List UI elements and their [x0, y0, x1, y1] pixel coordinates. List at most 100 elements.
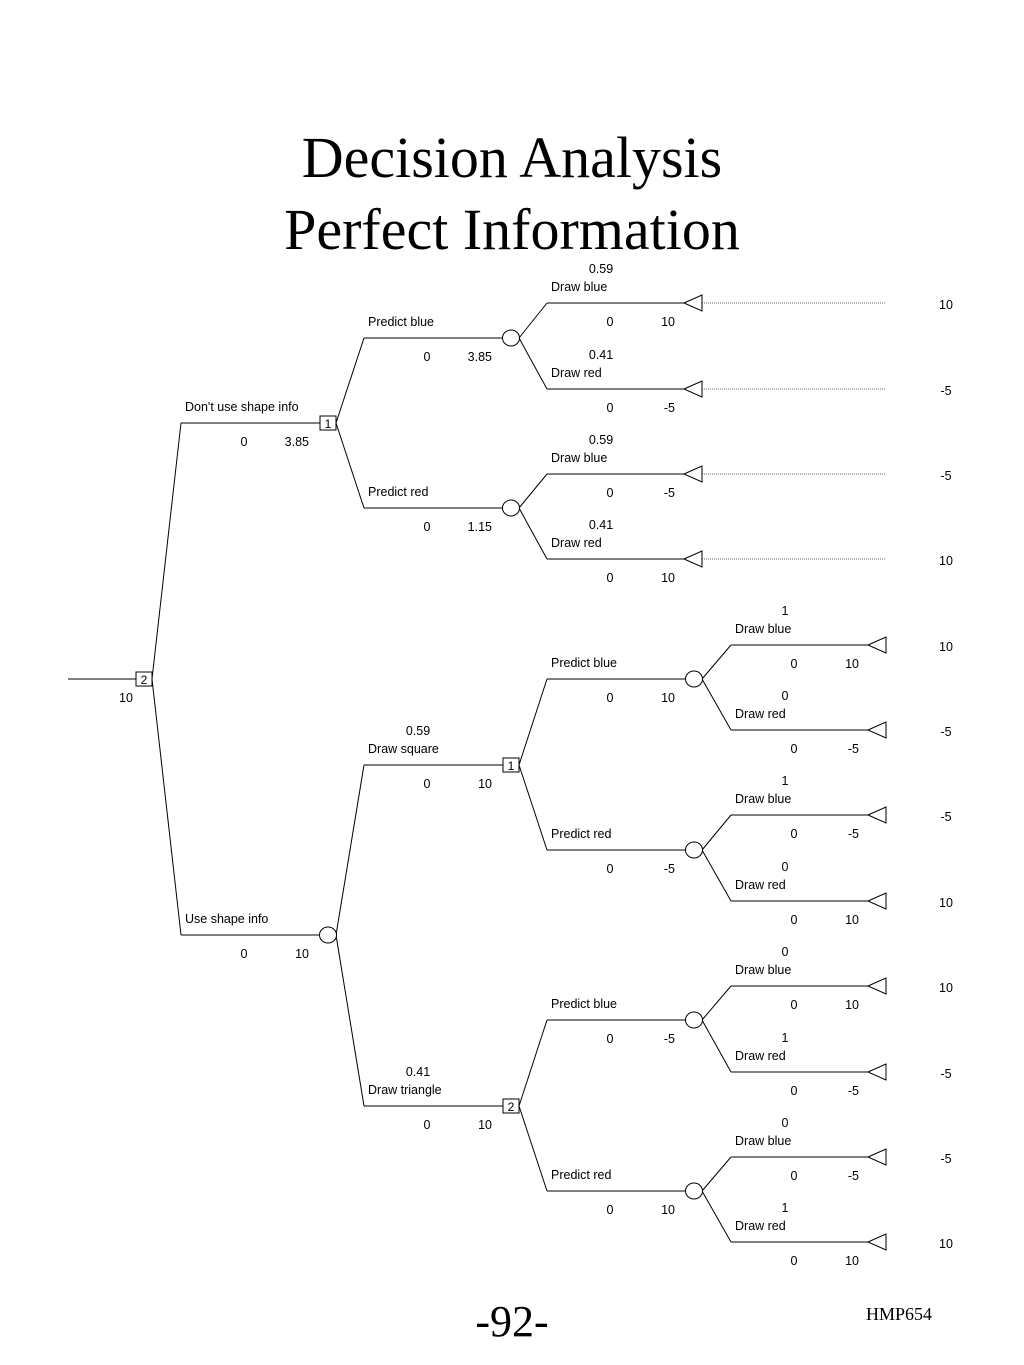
- use-shape-draw-triangle-predict-red-label: Predict red: [551, 1168, 611, 1182]
- use-shape-draw-triangle-predict-red-chance-node: [685, 1182, 703, 1200]
- use-shape-draw-triangle-predict-blue-draw-blue-value: 10: [845, 998, 859, 1012]
- use-shape-draw-square-predict-blue-draw-red-prob: 0: [782, 689, 789, 703]
- use-shape-draw-triangle-predict-blue-draw-blue-cost: 0: [791, 998, 798, 1012]
- use-shape-draw-triangle-predict-red-draw-red-prob: 1: [782, 1201, 789, 1215]
- use-shape-draw-triangle-decision-node-number: 2: [508, 1100, 515, 1114]
- use-shape-draw-square-predict-blue-draw-blue-payoff: 10: [939, 640, 953, 654]
- dont-use-predict-red-draw-blue-terminal: [682, 465, 703, 483]
- dont-use-predict-blue-draw-red-cost: 0: [607, 401, 614, 415]
- use-shape-draw-square-predict-red-chance-node: [685, 841, 703, 859]
- tree-nodes: 2 1 1 2: [135, 294, 887, 1251]
- dont-use-predict-red-label: Predict red: [368, 485, 428, 499]
- use-shape-draw-square-predict-blue-label: Predict blue: [551, 656, 617, 670]
- use-shape-draw-triangle-predict-red-diagonal: [518, 1105, 548, 1192]
- use-shape-draw-square-predict-blue-draw-blue-cost: 0: [791, 657, 798, 671]
- use-shape-draw-square-decision-node-number: 1: [508, 759, 515, 773]
- dont-use-predict-blue-draw-blue-value: 10: [661, 315, 675, 329]
- dont-use-predict-red-draw-red-payoff: 10: [939, 554, 953, 568]
- use-shape-draw-triangle-predict-blue-cost: 0: [607, 1032, 614, 1046]
- use-shape-draw-square-predict-red-draw-red-terminal: [866, 892, 887, 910]
- branch-use-shape-label: Use shape info: [185, 912, 268, 926]
- dont-use-predict-blue-draw-blue-cost: 0: [607, 315, 614, 329]
- dont-use-predict-red-draw-blue-payoff: -5: [940, 469, 951, 483]
- dont-use-predict-blue-draw-blue-label: Draw blue: [551, 280, 607, 294]
- use-shape-draw-square-predict-red-label: Predict red: [551, 827, 611, 841]
- use-shape-draw-triangle-cost: 0: [424, 1118, 431, 1132]
- use-shape-draw-triangle-predict-blue-draw-red-value: -5: [848, 1084, 859, 1098]
- use-shape-draw-triangle-predict-blue-draw-red-label: Draw red: [735, 1049, 786, 1063]
- use-shape-draw-square-predict-red-draw-red-payoff: 10: [939, 896, 953, 910]
- dont-use-predict-red-draw-red-terminal: [682, 550, 703, 568]
- branch-dont-use-shape-cost: 0: [241, 435, 248, 449]
- root-decision-node-number: 2: [141, 673, 148, 687]
- use-shape-draw-triangle-predict-red-draw-red-value: 10: [845, 1254, 859, 1268]
- branch-dont-use-shape-label: Don't use shape info: [185, 400, 299, 414]
- use-shape-draw-triangle-predict-red-cost: 0: [607, 1203, 614, 1217]
- root-decision-node: [135, 671, 153, 687]
- dont-use-decision-node-number: 1: [325, 417, 332, 431]
- dont-use-predict-red-draw-red-diagonal: [518, 507, 548, 560]
- use-shape-draw-square-cost: 0: [424, 777, 431, 791]
- use-shape-draw-square-predict-red-draw-red-value: 10: [845, 913, 859, 927]
- use-shape-draw-triangle-predict-red-draw-blue-cost: 0: [791, 1169, 798, 1183]
- dont-use-decision-node: [319, 415, 337, 431]
- use-shape-draw-triangle-predict-red-draw-blue-terminal: [866, 1148, 887, 1166]
- use-shape-draw-square-predict-red-draw-blue-terminal: [866, 806, 887, 824]
- dont-use-predict-red-chance-node: [502, 499, 520, 517]
- slide-title: Decision Analysis Perfect Information: [0, 122, 1024, 266]
- dont-use-predict-blue-draw-red-diagonal: [518, 337, 548, 390]
- use-shape-draw-triangle-predict-blue-draw-red-prob: 1: [782, 1031, 789, 1045]
- use-shape-draw-triangle-predict-blue-diagonal: [518, 1019, 548, 1107]
- dont-use-predict-red-draw-red-prob: 0.41: [589, 518, 613, 532]
- use-shape-draw-triangle-predict-red-draw-blue-value: -5: [848, 1169, 859, 1183]
- use-shape-draw-square-predict-red-draw-blue-payoff: -5: [940, 810, 951, 824]
- use-shape-draw-triangle-predict-blue-label: Predict blue: [551, 997, 617, 1011]
- branch-dont-use-shape-value: 3.85: [285, 435, 309, 449]
- dont-use-predict-red-draw-blue-diagonal: [518, 473, 548, 509]
- course-code: HMP654: [866, 1304, 933, 1324]
- dont-use-predict-red-value: 1.15: [468, 520, 492, 534]
- use-shape-draw-triangle-diagonal: [335, 934, 365, 1107]
- use-shape-draw-triangle-predict-red-draw-red-terminal: [866, 1233, 887, 1251]
- title-line-2: Perfect Information: [284, 197, 740, 262]
- use-shape-draw-square-predict-red-draw-red-label: Draw red: [735, 878, 786, 892]
- root-value: 10: [119, 691, 133, 705]
- use-shape-draw-triangle-predict-blue-draw-red-terminal: [866, 1063, 887, 1081]
- dont-use-predict-red-draw-red-cost: 0: [607, 571, 614, 585]
- use-shape-draw-triangle-value: 10: [478, 1118, 492, 1132]
- dont-use-predict-blue-draw-blue-terminal: [682, 294, 703, 312]
- dont-use-predict-red-cost: 0: [424, 520, 431, 534]
- dont-use-predict-blue-value: 3.85: [468, 350, 492, 364]
- use-shape-draw-square-predict-red-draw-blue-value: -5: [848, 827, 859, 841]
- use-shape-draw-square-predict-blue-draw-blue-value: 10: [845, 657, 859, 671]
- use-shape-draw-square-predict-blue-diagonal: [518, 678, 548, 766]
- dont-use-predict-red-draw-blue-label: Draw blue: [551, 451, 607, 465]
- use-shape-draw-square-predict-blue-draw-red-diagonal: [701, 678, 732, 731]
- dont-use-predict-blue-draw-red-terminal: [682, 380, 703, 398]
- use-shape-chance-node: [319, 926, 337, 944]
- use-shape-draw-triangle-prob: 0.41: [406, 1065, 430, 1079]
- use-shape-draw-square-label: Draw square: [368, 742, 439, 756]
- use-shape-draw-triangle-predict-red-draw-red-payoff: 10: [939, 1237, 953, 1251]
- title-line-1: Decision Analysis: [301, 125, 723, 190]
- use-shape-draw-square-predict-blue-draw-red-payoff: -5: [940, 725, 951, 739]
- use-shape-draw-square-predict-red-draw-blue-label: Draw blue: [735, 792, 791, 806]
- use-shape-draw-square-predict-red-draw-red-diagonal: [701, 849, 732, 902]
- dont-use-predict-blue-draw-blue-prob: 0.59: [589, 262, 613, 276]
- use-shape-draw-square-predict-blue-draw-red-label: Draw red: [735, 707, 786, 721]
- use-shape-draw-triangle-predict-blue-draw-blue-payoff: 10: [939, 981, 953, 995]
- use-shape-draw-triangle-predict-blue-draw-red-payoff: -5: [940, 1067, 951, 1081]
- use-shape-draw-square-predict-blue-draw-blue-label: Draw blue: [735, 622, 791, 636]
- use-shape-draw-square-predict-red-draw-blue-diagonal: [701, 814, 732, 851]
- dont-use-predict-red-draw-red-label: Draw red: [551, 536, 602, 550]
- use-shape-draw-square-predict-red-draw-blue-prob: 1: [782, 774, 789, 788]
- use-shape-draw-square-predict-red-cost: 0: [607, 862, 614, 876]
- branch-use-shape-diagonal: [151, 678, 182, 936]
- use-shape-draw-square-predict-blue-draw-red-value: -5: [848, 742, 859, 756]
- dont-use-predict-blue-diagonal: [335, 337, 365, 424]
- dont-use-predict-blue-draw-blue-diagonal: [518, 302, 548, 339]
- use-shape-draw-triangle-predict-red-draw-blue-payoff: -5: [940, 1152, 951, 1166]
- use-shape-draw-triangle-predict-blue-draw-red-diagonal: [701, 1019, 732, 1073]
- use-shape-draw-triangle-predict-red-value: 10: [661, 1203, 675, 1217]
